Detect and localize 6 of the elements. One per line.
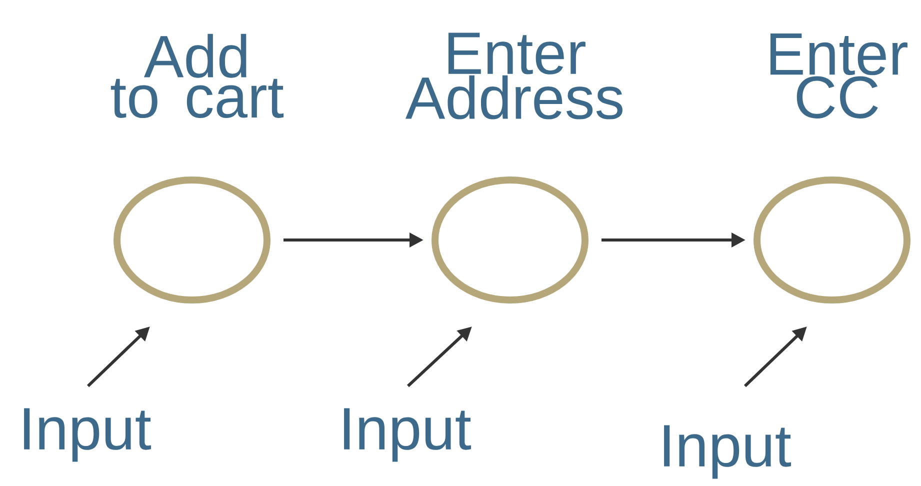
input-label: Input xyxy=(664,425,792,479)
step-label: Enter Address xyxy=(405,32,622,120)
input-label: Input xyxy=(344,408,472,462)
step-label: Add to cart xyxy=(110,34,284,118)
step-label: Enter CC xyxy=(770,33,908,118)
input-label: Input xyxy=(24,408,152,462)
